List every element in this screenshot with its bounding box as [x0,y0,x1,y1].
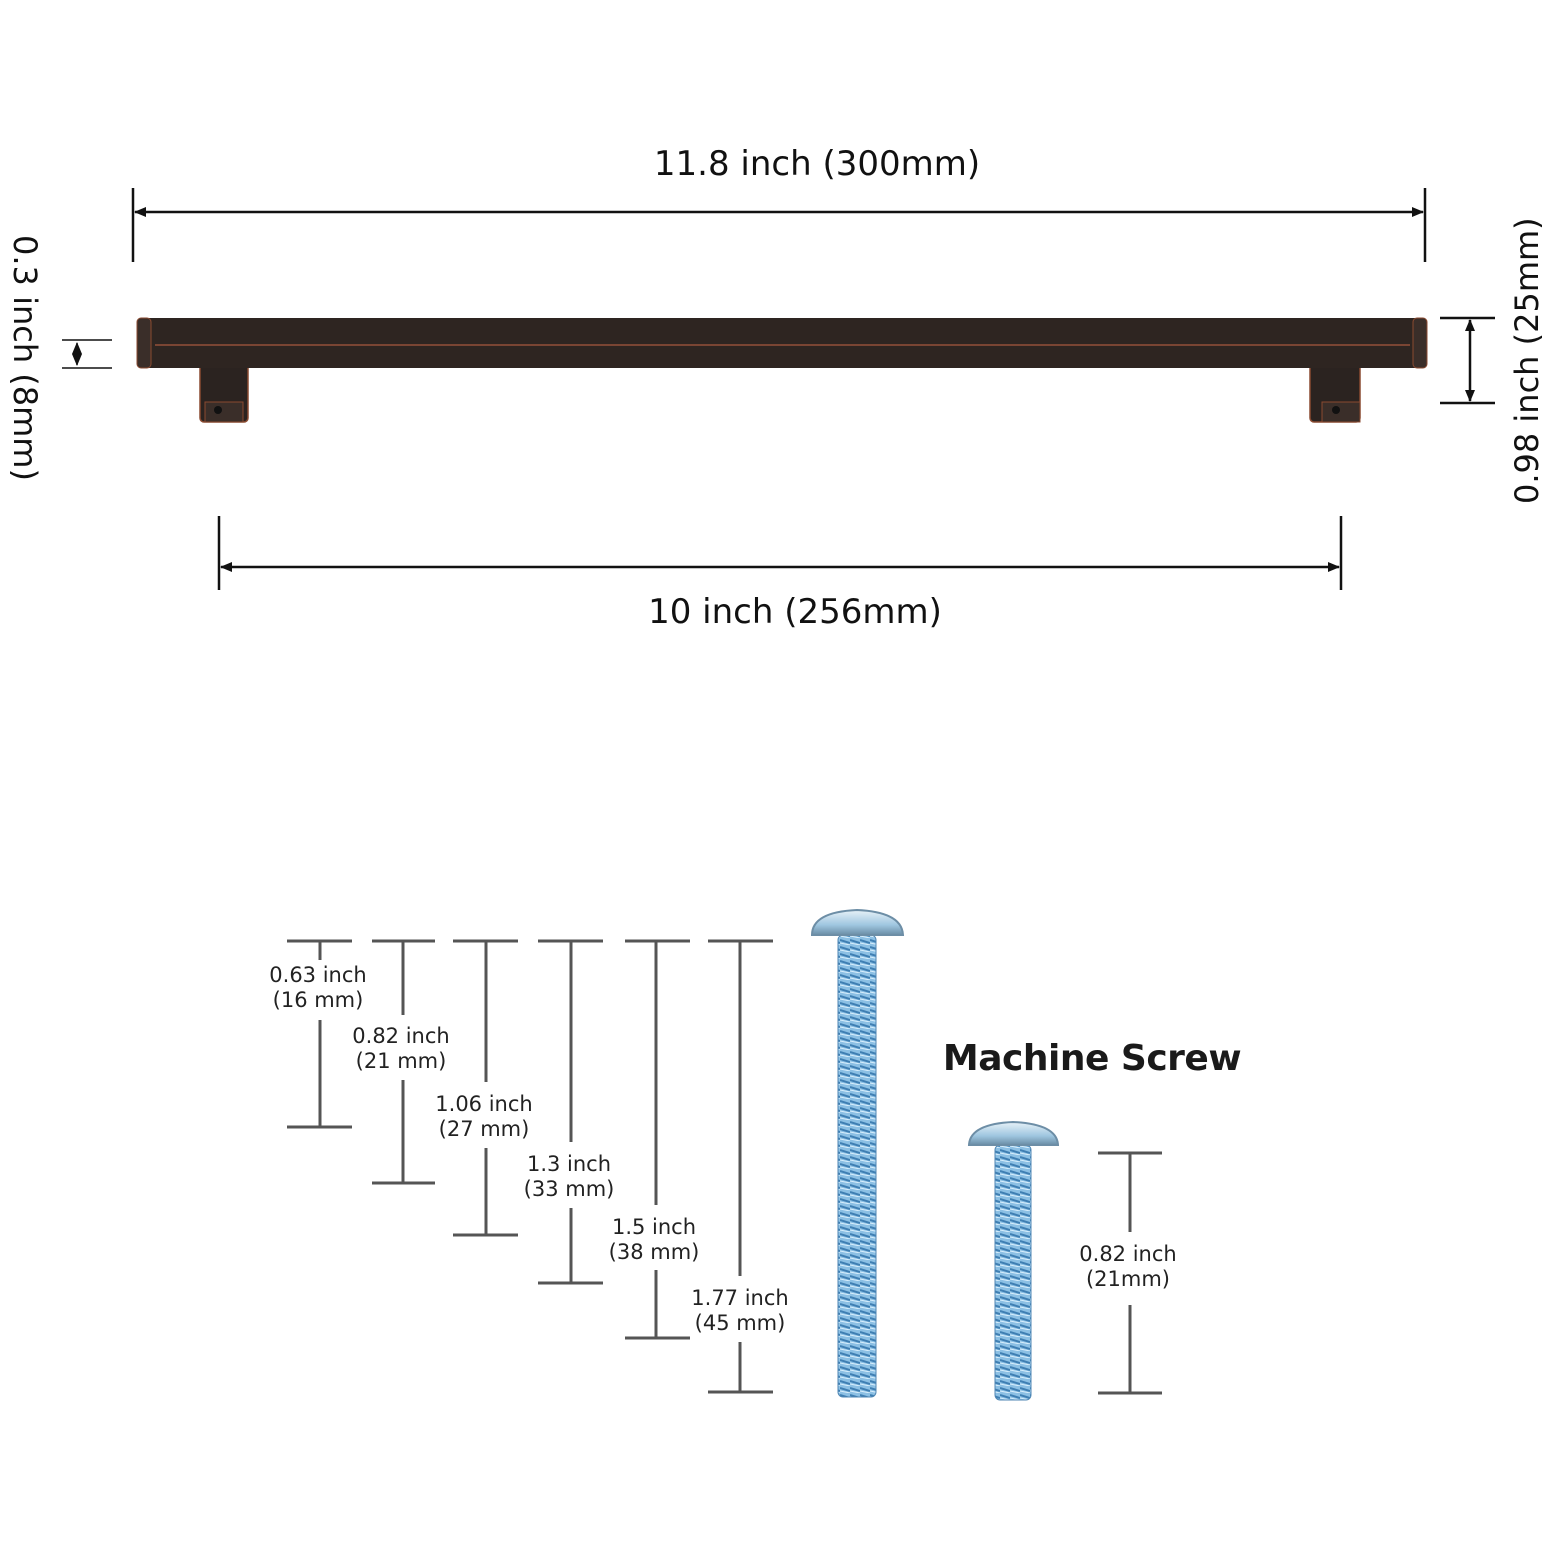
short-screw-length-label: 0.82 inch(21mm) [1079,1242,1177,1291]
length-label-16mm: 0.63 inch(16 mm) [269,963,367,1012]
hole-spacing-dimension [217,516,1343,590]
gauge-27mm [453,939,518,1237]
length-label-27mm: 1.06 inch(27 mm) [435,1092,533,1141]
bar-thickness-label: 0.3 inch (8mm) [6,235,44,481]
gauge-45mm [708,939,773,1394]
bar-handle [136,317,1428,423]
gauge-33mm [538,939,603,1285]
long-machine-screw [810,908,905,1398]
gauge-21mm [372,939,435,1185]
projection-label: 0.98 inch (25mm) [1508,217,1546,504]
length-label-21mm: 0.82 inch(21 mm) [352,1024,450,1073]
gauge-16mm [287,939,352,1129]
length-label-45mm: 1.77 inch(45 mm) [691,1286,789,1335]
short-machine-screw [967,1120,1060,1401]
machine-screw-title: Machine Screw [942,1038,1242,1079]
length-label-33mm: 1.3 inch(33 mm) [523,1152,615,1201]
overall-length-label: 11.8 inch (300mm) [653,144,981,184]
gauge-38mm [625,939,690,1340]
hole-spacing-label: 10 inch (256mm) [648,592,942,632]
projection-dimension [1440,316,1495,405]
overall-length-dimension [131,188,1427,262]
length-label-38mm: 1.5 inch(38 mm) [608,1215,700,1264]
screw-length-gauges [287,939,1162,1395]
gauge-short-screw [1098,1151,1162,1395]
bar-thickness-dimension [62,339,112,369]
